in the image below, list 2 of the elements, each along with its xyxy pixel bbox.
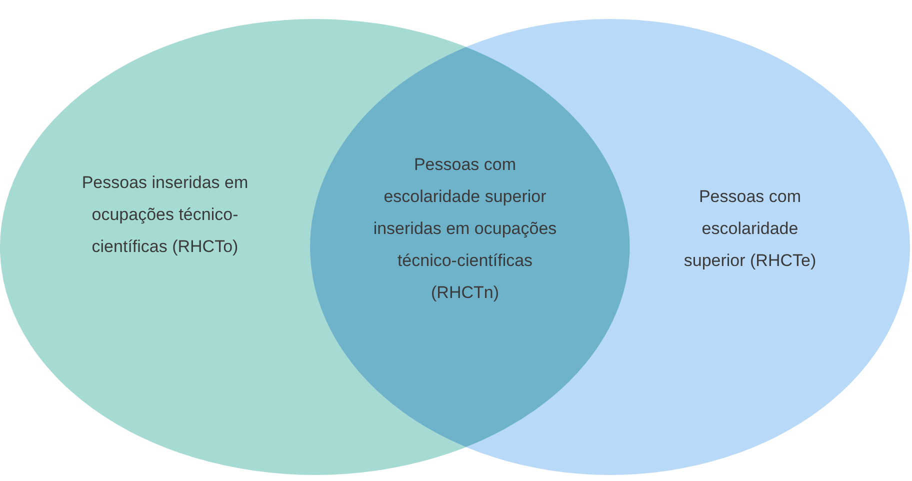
venn-label: Pessoas com escolaridade superior (RHCTe) xyxy=(680,181,820,277)
venn-label: Pessoas inseridas em ocupações técnico-científicas (RHCTo) xyxy=(75,167,255,263)
